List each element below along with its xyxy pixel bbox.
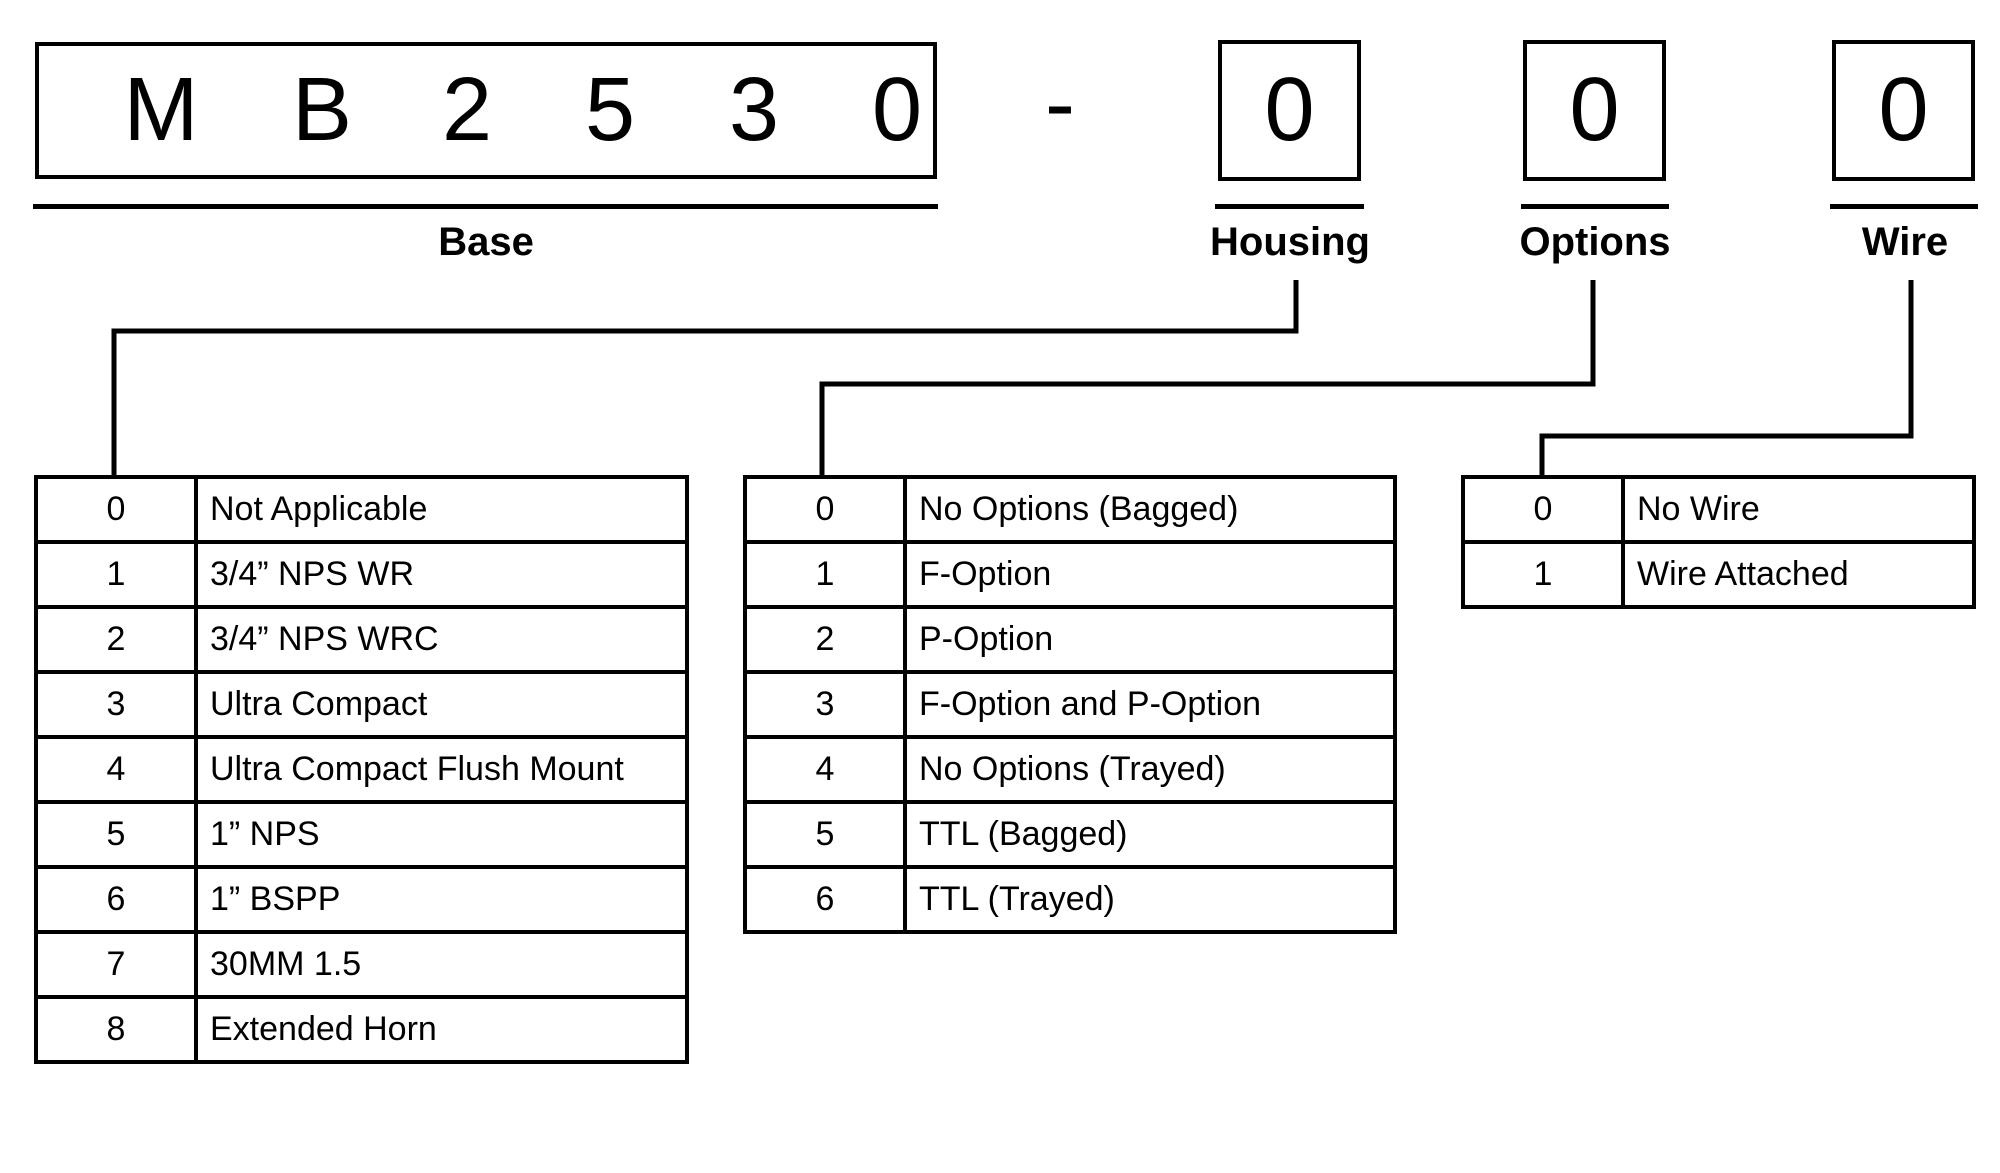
housing-underline — [1215, 204, 1364, 209]
housing-label: Housing — [1210, 220, 1370, 264]
options-code-cell: 6 — [743, 865, 907, 934]
housing-code-cell: 8 — [34, 995, 198, 1064]
options-desc-cell: TTL (Bagged) — [903, 800, 1397, 869]
housing-desc-cell: Extended Horn — [194, 995, 689, 1064]
housing-desc-cell: 1” BSPP — [194, 865, 689, 934]
options-connector-line — [819, 280, 1596, 478]
base-part-box: M B 2 5 3 0 — [35, 42, 937, 179]
housing-desc-cell: 3/4” NPS WRC — [194, 605, 689, 674]
housing-desc-cell: Not Applicable — [194, 475, 689, 544]
options-desc-cell: F-Option — [903, 540, 1397, 609]
options-label: Options — [1519, 220, 1671, 264]
housing-code-cell: 2 — [34, 605, 198, 674]
base-char: M — [123, 60, 199, 160]
housing-desc-cell: Ultra Compact Flush Mount — [194, 735, 689, 804]
wire-label: Wire — [1861, 220, 1949, 264]
housing-code-cell: 7 — [34, 930, 198, 999]
housing-desc-cell: 1” NPS — [194, 800, 689, 869]
housing-desc-cell: 30MM 1.5 — [194, 930, 689, 999]
housing-code-cell: 0 — [34, 475, 198, 544]
options-digit-box: 0 — [1523, 40, 1666, 181]
wire-code-cell: 0 — [1461, 475, 1625, 544]
options-code-cell: 0 — [743, 475, 907, 544]
housing-desc-cell: Ultra Compact — [194, 670, 689, 739]
housing-desc-cell: 3/4” NPS WR — [194, 540, 689, 609]
base-char: 3 — [728, 60, 780, 160]
wire-connector-line — [1539, 280, 1914, 478]
housing-connector-line — [111, 280, 1299, 478]
options-desc-cell: No Options (Trayed) — [903, 735, 1397, 804]
base-label: Base — [438, 220, 534, 264]
options-desc-cell: No Options (Bagged) — [903, 475, 1397, 544]
base-char: 0 — [871, 60, 923, 160]
options-code-cell: 3 — [743, 670, 907, 739]
options-underline — [1521, 204, 1669, 209]
options-desc-cell: TTL (Trayed) — [903, 865, 1397, 934]
wire-digit-box: 0 — [1832, 40, 1975, 181]
options-code-cell: 1 — [743, 540, 907, 609]
options-code-cell: 5 — [743, 800, 907, 869]
base-char: B — [291, 60, 353, 160]
housing-code-cell: 1 — [34, 540, 198, 609]
housing-code-cell: 4 — [34, 735, 198, 804]
wire-desc-cell: Wire Attached — [1621, 540, 1976, 609]
housing-digit-box: 0 — [1218, 40, 1361, 181]
housing-code-cell: 6 — [34, 865, 198, 934]
wire-code-cell: 1 — [1461, 540, 1625, 609]
options-desc-cell: F-Option and P-Option — [903, 670, 1397, 739]
housing-code-cell: 5 — [34, 800, 198, 869]
base-char: 2 — [441, 60, 493, 160]
separator-dash: - — [1045, 54, 1075, 154]
wire-underline — [1830, 204, 1978, 209]
options-code-cell: 4 — [743, 735, 907, 804]
base-char: 5 — [584, 60, 636, 160]
wire-desc-cell: No Wire — [1621, 475, 1976, 544]
options-code-cell: 2 — [743, 605, 907, 674]
housing-code-cell: 3 — [34, 670, 198, 739]
options-desc-cell: P-Option — [903, 605, 1397, 674]
base-underline — [33, 204, 938, 209]
